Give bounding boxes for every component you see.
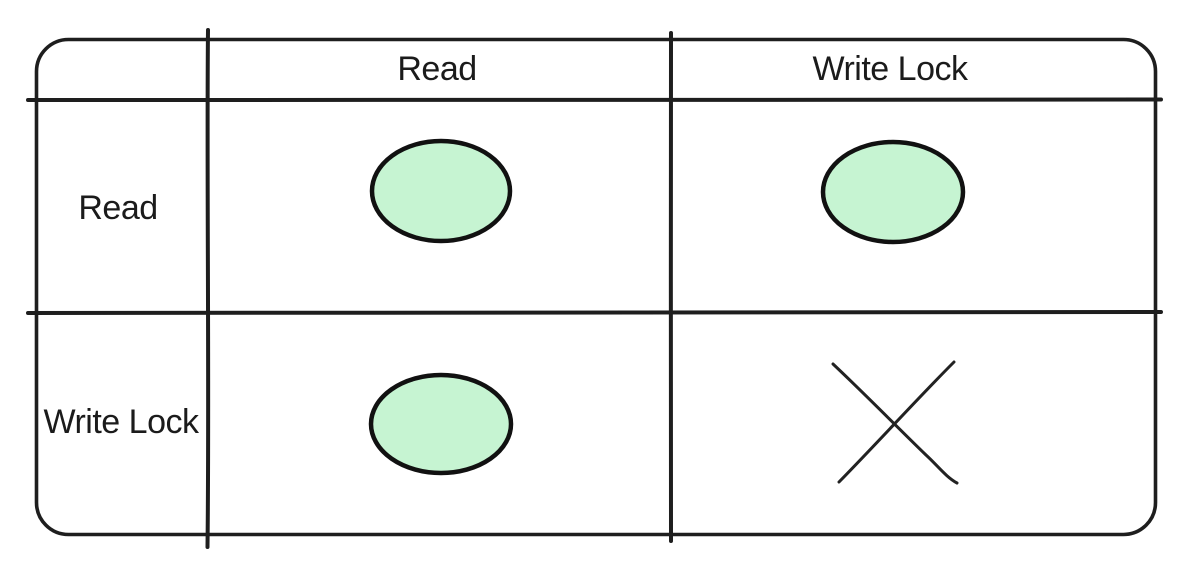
x-mark-icon	[831, 360, 959, 485]
table-outline	[34, 37, 1158, 537]
header-row-divider	[26, 97, 1163, 102]
green-ellipse-icon	[368, 372, 514, 476]
column-header-read: Read	[397, 50, 476, 88]
green-ellipse-icon	[369, 138, 513, 244]
x-mark-stroke-down-left	[837, 360, 956, 484]
body-row-divider	[26, 310, 1163, 315]
green-ellipse-icon	[820, 139, 966, 245]
row-header-read: Read	[78, 189, 157, 227]
column-header-write-lock: Write Lock	[813, 50, 969, 88]
column-divider-left	[205, 28, 211, 549]
column-divider-right	[668, 31, 674, 543]
row-header-write-lock: Write Lock	[44, 403, 200, 441]
x-mark-stroke-down-right	[831, 362, 959, 485]
